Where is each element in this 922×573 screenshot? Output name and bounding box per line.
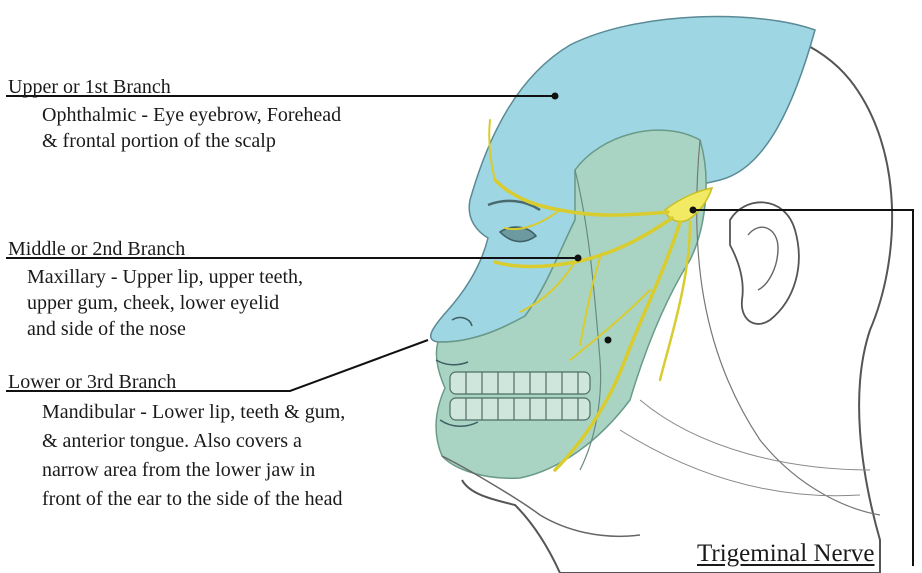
upper-desc-line: & frontal portion of the scalp bbox=[42, 128, 341, 154]
lower-desc-line: narrow area from the lower jaw in bbox=[42, 456, 345, 485]
lower-branch-title: Lower or 3rd Branch bbox=[8, 371, 176, 393]
middle-branch-title: Middle or 2nd Branch bbox=[8, 238, 185, 260]
nerve-title: Trigeminal Nerve bbox=[697, 540, 875, 568]
middle-desc-line: Maxillary - Upper lip, upper teeth, bbox=[27, 264, 303, 290]
middle-branch-description: Maxillary - Upper lip, upper teeth, uppe… bbox=[27, 264, 303, 342]
lower-desc-line: Mandibular - Lower lip, teeth & gum, bbox=[42, 398, 345, 427]
lower-desc-line: & anterior tongue. Also covers a bbox=[42, 427, 345, 456]
upper-branch-description: Ophthalmic - Eye eyebrow, Forehead & fro… bbox=[42, 102, 341, 154]
middle-desc-line: and side of the nose bbox=[27, 316, 303, 342]
upper-desc-line: Ophthalmic - Eye eyebrow, Forehead bbox=[42, 102, 341, 128]
lower-desc-line: front of the ear to the side of the head bbox=[42, 485, 345, 514]
upper-branch-title: Upper or 1st Branch bbox=[8, 76, 171, 98]
middle-desc-line: upper gum, cheek, lower eyelid bbox=[27, 290, 303, 316]
lower-branch-description: Mandibular - Lower lip, teeth & gum, & a… bbox=[42, 398, 345, 514]
